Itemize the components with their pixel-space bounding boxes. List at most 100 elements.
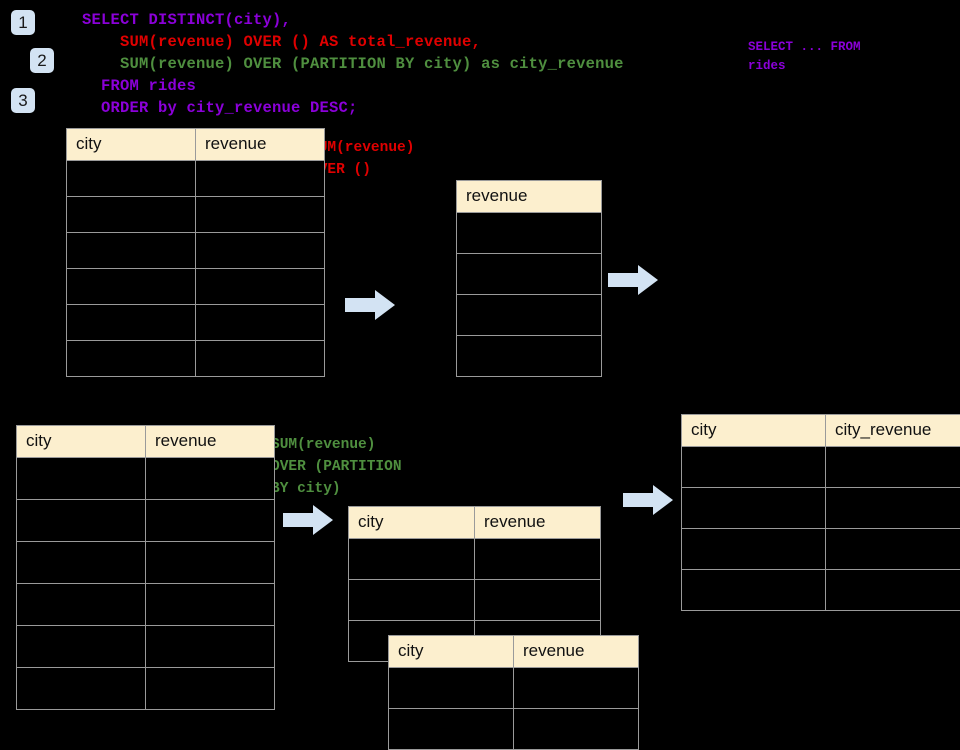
cell-revenue — [146, 458, 275, 500]
column-header-city: city — [682, 415, 826, 447]
cell-city — [349, 580, 475, 621]
column-header-revenue: revenue — [196, 129, 325, 161]
cell-city — [67, 305, 196, 341]
table-header-row: city revenue — [349, 507, 601, 539]
cell-city — [389, 709, 514, 750]
arrow-bottom-right — [623, 485, 673, 515]
cell-city — [682, 488, 826, 529]
sql-line-city-revenue: SUM(revenue) OVER (PARTITION BY city) as… — [82, 55, 624, 73]
cell-city — [67, 269, 196, 305]
column-header-city: city — [67, 129, 196, 161]
table-row — [389, 709, 639, 750]
cell-city — [17, 584, 146, 626]
cell-city — [349, 539, 475, 580]
table-header-row: revenue — [457, 181, 602, 213]
column-header-revenue: revenue — [146, 426, 275, 458]
sql-line-order-by: ORDER by city_revenue DESC; — [82, 99, 358, 117]
cell-revenue — [514, 668, 639, 709]
table-row — [457, 295, 602, 336]
cell-revenue — [196, 197, 325, 233]
cell-city — [67, 197, 196, 233]
cell-city — [67, 161, 196, 197]
table-rides-source-bottom: city revenue — [16, 425, 275, 710]
cell-city — [17, 626, 146, 668]
arrow-top-right — [608, 265, 658, 295]
table-row — [17, 584, 275, 626]
sql-line-total-revenue: SUM(revenue) OVER () AS total_revenue, — [82, 33, 481, 51]
table-header-row: city city_revenue — [682, 415, 960, 447]
cell-revenue — [514, 709, 639, 750]
cell-city — [389, 668, 514, 709]
table-body — [67, 161, 325, 377]
cell-city-revenue — [826, 529, 960, 570]
table-row — [17, 500, 275, 542]
cell-revenue — [196, 305, 325, 341]
cell-revenue — [457, 254, 602, 295]
table-partition-group-front: city revenue — [388, 635, 639, 750]
table-body — [389, 668, 639, 750]
cell-revenue — [146, 542, 275, 584]
step-badge-2: 2 — [30, 48, 54, 73]
cell-revenue — [457, 213, 602, 254]
table-row — [67, 269, 325, 305]
cell-revenue — [146, 500, 275, 542]
column-header-revenue: revenue — [514, 636, 639, 668]
diagram-canvas: 1 2 3 SELECT DISTINCT(city), SUM(revenue… — [0, 0, 960, 720]
table-row — [682, 529, 960, 570]
cell-city — [17, 458, 146, 500]
cell-revenue — [475, 580, 601, 621]
table-row — [67, 233, 325, 269]
cell-revenue — [146, 668, 275, 710]
table-total-revenue-result: revenue — [456, 180, 602, 377]
cell-revenue — [475, 539, 601, 580]
cell-city — [17, 542, 146, 584]
cell-revenue — [196, 161, 325, 197]
cell-city — [682, 529, 826, 570]
cell-revenue — [457, 336, 602, 377]
sql-line-select: SELECT DISTINCT(city), — [82, 11, 291, 29]
table-row — [682, 488, 960, 529]
annotation-city-revenue: SUM(revenue) OVER (PARTITION BY city) — [271, 434, 402, 500]
table-body — [17, 458, 275, 710]
table-row — [349, 580, 601, 621]
arrow-top-left — [345, 290, 395, 320]
table-rides-source-top: city revenue — [66, 128, 325, 377]
cell-city — [17, 668, 146, 710]
table-row — [67, 197, 325, 233]
cell-city — [67, 233, 196, 269]
cell-city-revenue — [826, 447, 960, 488]
column-header-city: city — [389, 636, 514, 668]
step-badge-3: 3 — [11, 88, 35, 113]
cell-city-revenue — [826, 488, 960, 529]
cell-city — [682, 570, 826, 611]
table-row — [457, 254, 602, 295]
table-row — [389, 668, 639, 709]
cell-revenue — [457, 295, 602, 336]
cell-revenue — [146, 626, 275, 668]
table-row — [349, 539, 601, 580]
table-header-row: city revenue — [389, 636, 639, 668]
table-row — [17, 626, 275, 668]
cell-revenue — [196, 269, 325, 305]
arrow-bottom-left — [283, 505, 333, 535]
table-row — [457, 213, 602, 254]
table-row — [67, 161, 325, 197]
table-row — [682, 447, 960, 488]
column-header-revenue: revenue — [457, 181, 602, 213]
cell-revenue — [196, 233, 325, 269]
column-header-revenue: revenue — [475, 507, 601, 539]
table-header-row: city revenue — [17, 426, 275, 458]
cell-city — [67, 341, 196, 377]
table-final-result: city city_revenue — [681, 414, 960, 611]
table-row — [17, 668, 275, 710]
table-body — [457, 213, 602, 377]
cell-revenue — [146, 584, 275, 626]
table-row — [457, 336, 602, 377]
table-row — [67, 341, 325, 377]
step-badge-1: 1 — [11, 10, 35, 35]
side-note-select-from-rides: SELECT ... FROM rides — [748, 38, 861, 76]
cell-city — [17, 500, 146, 542]
table-header-row: city revenue — [67, 129, 325, 161]
cell-city-revenue — [826, 570, 960, 611]
table-row — [17, 542, 275, 584]
